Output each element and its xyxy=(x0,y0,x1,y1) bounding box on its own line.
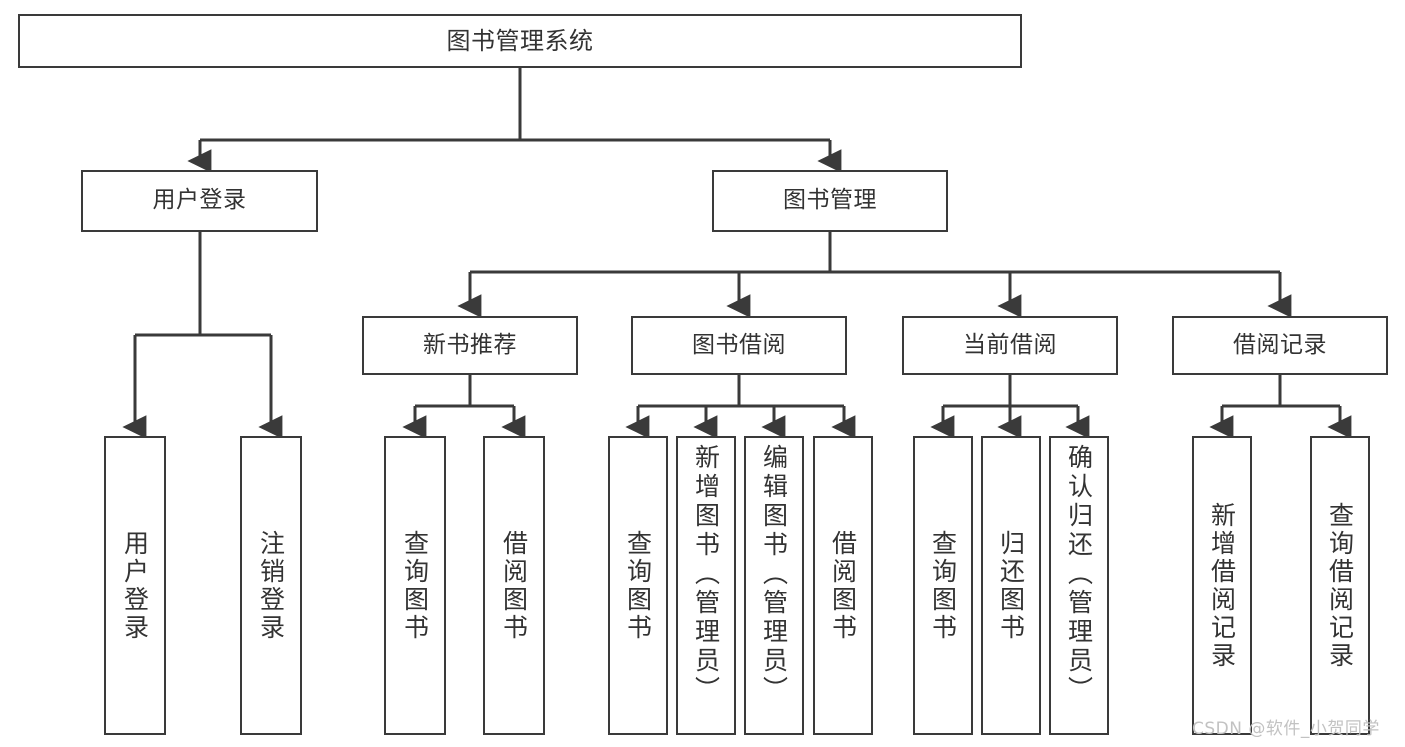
node-root-label: 图书管理系统 xyxy=(446,26,594,55)
node-current-borrow[interactable]: 当前借阅 xyxy=(902,316,1118,375)
node-leaf-query-book-3-label: 查询图书 xyxy=(928,529,958,642)
node-borrow-record[interactable]: 借阅记录 xyxy=(1172,316,1388,375)
node-leaf-query-book-2[interactable]: 查询图书 xyxy=(608,436,668,735)
node-leaf-add-record[interactable]: 新增借阅记录 xyxy=(1192,436,1252,735)
node-current-borrow-label: 当前借阅 xyxy=(963,331,1057,358)
node-leaf-borrow-book-2-label: 借阅图书 xyxy=(828,529,858,642)
node-leaf-query-book-2-label: 查询图书 xyxy=(623,529,653,642)
node-leaf-query-record[interactable]: 查询借阅记录 xyxy=(1310,436,1370,735)
node-user-login[interactable]: 用户登录 xyxy=(81,170,318,232)
node-new-book-rec-label: 新书推荐 xyxy=(423,331,517,358)
node-leaf-user-login-label: 用户登录 xyxy=(120,529,150,642)
node-leaf-logout-label: 注销登录 xyxy=(256,529,286,642)
node-leaf-borrow-book-1[interactable]: 借阅图书 xyxy=(483,436,545,735)
node-leaf-borrow-book-2[interactable]: 借阅图书 xyxy=(813,436,873,735)
node-leaf-logout[interactable]: 注销登录 xyxy=(240,436,302,735)
node-leaf-return-book[interactable]: 归还图书 xyxy=(981,436,1041,735)
node-leaf-return-book-label: 归还图书 xyxy=(996,529,1026,642)
node-leaf-query-record-label: 查询借阅记录 xyxy=(1325,501,1355,670)
watermark: CSDN @软件_小贺同学 xyxy=(1192,719,1380,739)
node-leaf-add-book-label: 新增图书（管理员） xyxy=(691,444,721,705)
node-borrow-record-label: 借阅记录 xyxy=(1233,331,1327,358)
node-leaf-user-login[interactable]: 用户登录 xyxy=(104,436,166,735)
node-leaf-edit-book[interactable]: 编辑图书（管理员） xyxy=(744,436,804,735)
node-leaf-confirm-return-label: 确认归还（管理员） xyxy=(1064,444,1094,705)
node-book-manage[interactable]: 图书管理 xyxy=(712,170,948,232)
node-leaf-query-book-3[interactable]: 查询图书 xyxy=(913,436,973,735)
node-leaf-query-book-1-label: 查询图书 xyxy=(400,529,430,642)
node-leaf-edit-book-label: 编辑图书（管理员） xyxy=(759,444,789,705)
node-user-login-label: 用户登录 xyxy=(152,187,247,214)
node-book-manage-label: 图书管理 xyxy=(783,187,877,214)
node-leaf-query-book-1[interactable]: 查询图书 xyxy=(384,436,446,735)
node-root[interactable]: 图书管理系统 xyxy=(18,14,1022,68)
node-leaf-borrow-book-1-label: 借阅图书 xyxy=(499,529,529,642)
node-leaf-add-book[interactable]: 新增图书（管理员） xyxy=(676,436,736,735)
node-leaf-add-record-label: 新增借阅记录 xyxy=(1207,501,1237,670)
node-book-borrow[interactable]: 图书借阅 xyxy=(631,316,847,375)
node-leaf-confirm-return[interactable]: 确认归还（管理员） xyxy=(1049,436,1109,735)
node-book-borrow-label: 图书借阅 xyxy=(692,331,786,358)
node-new-book-rec[interactable]: 新书推荐 xyxy=(362,316,578,375)
